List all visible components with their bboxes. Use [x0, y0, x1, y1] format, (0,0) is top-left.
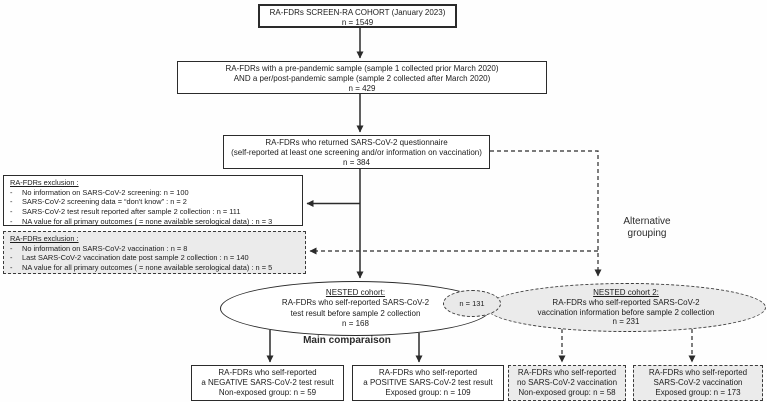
node-text: AND a per/post-pandemic sample (sample 2…: [233, 74, 491, 83]
node-count: n = 168: [342, 319, 369, 328]
exclusion-item-text: No information on SARS-CoV-2 screening: …: [22, 187, 189, 197]
exclusion-title: RA-FDRs exclusion :: [10, 234, 79, 243]
node-nested-cohort-2: NESTED cohort 2: RA-FDRs who self-report…: [486, 283, 766, 332]
list-bullet: -: [10, 197, 13, 207]
node-text: RA-FDRs SCREEN-RA COHORT (January 2023): [269, 8, 446, 17]
label-line: comparaison: [328, 335, 391, 346]
list-bullet: -: [10, 216, 13, 226]
node-exclusion-screening: RA-FDRs exclusion : - No information on …: [3, 175, 303, 226]
dashed-arrow-questionnaire-to-nested2: [490, 150, 602, 277]
exclusion-item-text: NA value for all primary outcomes ( = no…: [22, 216, 273, 226]
node-count: n = 231: [612, 317, 640, 327]
node-count: Non-exposed group: n = 58: [518, 388, 616, 397]
node-text: RA-FDRs who self-reported SARS-CoV-2: [281, 298, 430, 307]
node-pre-post-pandemic-sample: RA-FDRs with a pre-pandemic sample (samp…: [177, 61, 547, 94]
node-returned-questionnaire: RA-FDRs who returned SARS-CoV-2 question…: [223, 135, 490, 169]
list-bullet: -: [10, 207, 13, 217]
exclusion-item: - SARS-CoV-2 screening data = “don't kno…: [10, 197, 300, 207]
node-overlap-count: n = 131: [443, 290, 501, 317]
node-count: Exposed group: n = 173: [655, 388, 741, 397]
exclusion-item: - SARS-CoV-2 test result reported after …: [10, 207, 300, 217]
exclusion-item: - NA value for all primary outcomes ( = …: [10, 263, 303, 273]
node-exclusion-vaccination: RA-FDRs exclusion : - No information on …: [3, 231, 306, 274]
node-count: n = 429: [348, 84, 376, 93]
label-line: Alternative: [623, 216, 671, 227]
nested1-title: NESTED cohort:: [325, 287, 386, 297]
main-comparison-label: Main comparaison: [297, 335, 397, 347]
node-text: vaccination information before sample 2 …: [537, 307, 715, 317]
exclusion-item-text: Last SARS-CoV-2 vaccination date post sa…: [22, 253, 249, 263]
exclusion-item-text: SARS-CoV-2 screening data = “don't know”…: [22, 197, 187, 207]
list-bullet: -: [10, 263, 13, 273]
node-count: n = 1549: [341, 18, 374, 27]
node-count: Exposed group: n = 109: [385, 388, 471, 397]
node-vaccination-group: RA-FDRs who self-reported SARS-CoV-2 vac…: [633, 365, 763, 401]
exclusion-item-text: NA value for all primary outcomes ( = no…: [22, 263, 273, 273]
node-negative-test-group: RA-FDRs who self-reported a NEGATIVE SAR…: [191, 365, 344, 401]
exclusion-item: - Last SARS-CoV-2 vaccination date post …: [10, 253, 303, 263]
node-positive-test-group: RA-FDRs who self-reported a POSITIVE SAR…: [352, 365, 504, 401]
exclusion-item-text: SARS-CoV-2 test result reported after sa…: [22, 207, 241, 217]
node-no-vaccination-group: RA-FDRs who self-reported no SARS-CoV-2 …: [508, 365, 626, 401]
list-bullet: -: [10, 187, 13, 197]
node-text: RA-FDRs who self-reported SARS-CoV-2: [552, 297, 700, 307]
node-text: (self-reported at least one screening an…: [231, 148, 482, 157]
node-nested-cohort-1: NESTED cohort: RA-FDRs who self-reported…: [220, 281, 491, 336]
alternative-grouping-label: Alternative grouping: [607, 216, 687, 239]
node-text: RA-FDRs with a pre-pandemic sample (samp…: [225, 64, 499, 73]
node-text: RA-FDRs who returned SARS-CoV-2 question…: [265, 138, 448, 147]
exclusion-title: RA-FDRs exclusion :: [10, 178, 79, 187]
node-text: a NEGATIVE SARS-CoV-2 test result: [201, 378, 334, 387]
node-screen-ra-cohort: RA-FDRs SCREEN-RA COHORT (January 2023) …: [258, 4, 457, 28]
label-line: Main: [303, 335, 326, 346]
node-text: RA-FDRs who self-reported: [378, 368, 478, 377]
exclusion-item: - No information on SARS-CoV-2 vaccinati…: [10, 244, 303, 254]
node-text: SARS-CoV-2 vaccination: [653, 378, 743, 387]
node-text: RA-FDRs who self-reported: [648, 368, 748, 377]
node-text: test result before sample 2 collection: [290, 308, 421, 318]
node-text: RA-FDRs who self-reported: [517, 368, 617, 377]
overlap-count: n = 131: [459, 298, 485, 308]
nested2-title: NESTED cohort 2:: [593, 288, 659, 298]
node-text: no SARS-CoV-2 vaccination: [516, 378, 618, 387]
node-count: n = 384: [343, 158, 370, 167]
node-text: RA-FDRs who self-reported: [218, 368, 317, 377]
exclusion-item: - NA value for all primary outcomes ( = …: [10, 217, 300, 227]
exclusion-item: - No information on SARS-CoV-2 screening…: [10, 188, 300, 198]
label-line: grouping: [627, 227, 667, 239]
exclusion-item-text: No information on SARS-CoV-2 vaccination…: [22, 243, 188, 253]
list-bullet: -: [10, 243, 13, 253]
node-text: a POSITIVE SARS-CoV-2 test result: [363, 378, 493, 387]
list-bullet: -: [10, 253, 13, 263]
node-count: Non-exposed group: n = 59: [218, 388, 317, 397]
